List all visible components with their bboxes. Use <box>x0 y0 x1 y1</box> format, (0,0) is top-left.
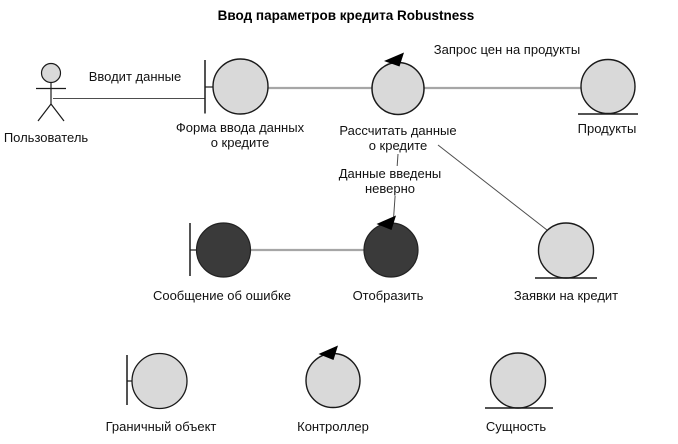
edge-calculate-to-applications <box>437 144 548 231</box>
node-label-display: Отобразить <box>352 288 424 303</box>
controller-arrow-icon <box>384 52 404 67</box>
edge-label-price-request: Запрос цен на продукты <box>433 42 581 57</box>
boundary-node-credit-form <box>204 58 269 115</box>
entity-circle-icon <box>580 58 636 115</box>
node-label-user: Пользователь <box>3 130 89 145</box>
legend-label-entity: Сущность <box>485 419 547 434</box>
boundary-circle-icon <box>195 222 252 278</box>
controller-circle-icon <box>363 222 419 278</box>
boundary-circle-icon <box>212 58 269 115</box>
controller-node-calculate <box>371 52 425 116</box>
entity-circle-icon <box>489 352 547 409</box>
actor-left-leg <box>37 103 52 122</box>
controller-circle-icon <box>371 61 425 116</box>
actor-icon <box>36 62 66 122</box>
boundary-circle-icon <box>131 352 188 410</box>
diagram-title: Ввод параметров кредита Robustness <box>217 8 475 23</box>
legend-entity-symbol <box>485 352 553 409</box>
controller-arrow-icon <box>376 215 396 230</box>
controller-arrow-icon <box>318 345 338 360</box>
actor-head <box>40 62 62 84</box>
boundary-node-error-message <box>189 222 252 278</box>
controller-circle-icon <box>305 352 361 409</box>
entity-node-products <box>578 58 638 115</box>
legend-controller-symbol <box>305 345 361 409</box>
legend-label-controller: Контроллер <box>297 419 369 434</box>
node-label-products: Продукты <box>577 121 637 136</box>
edge-label-invalid-data: Данные введены неверно <box>325 166 455 196</box>
node-label-calculate: Рассчитать данные о кредите <box>339 123 457 153</box>
entity-node-credit-applications <box>535 222 597 279</box>
node-label-error-message: Сообщение об ошибке <box>152 288 292 303</box>
legend-boundary-symbol <box>126 352 188 410</box>
node-label-credit-form: Форма ввода данных о кредите <box>175 120 305 150</box>
legend-label-boundary: Граничный объект <box>105 419 217 434</box>
node-label-credit-applications: Заявки на кредит <box>513 288 619 303</box>
edge-label-enters-data: Вводит данные <box>88 69 182 84</box>
entity-circle-icon <box>537 222 595 279</box>
controller-node-display <box>363 215 419 278</box>
actor-right-leg <box>50 103 65 122</box>
